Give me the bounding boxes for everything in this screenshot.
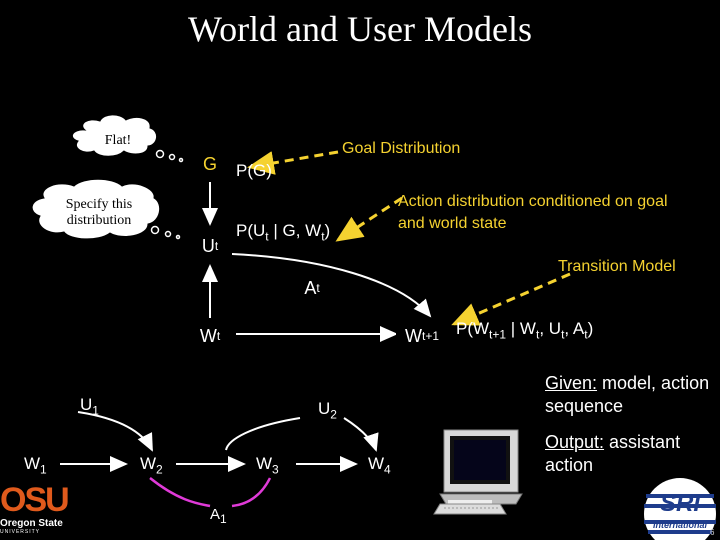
label-pg: P(G) <box>236 161 272 180</box>
cloud-flat <box>71 114 157 157</box>
seq-a1-sub: 1 <box>220 512 227 526</box>
slide-title: World and User Models <box>187 9 533 49</box>
seq-a1: A1 <box>210 506 227 526</box>
seq-u2-sub: 2 <box>330 407 337 422</box>
seq-w3-label: W <box>256 454 273 473</box>
seq-u2-label: U <box>318 399 331 418</box>
computer-icon <box>433 429 523 515</box>
node-g-label: G <box>202 153 217 174</box>
given-label: Given: <box>545 373 598 393</box>
page-number: 6 <box>710 528 715 537</box>
node-wt-sub: t <box>216 329 221 343</box>
annotation-action-distribution: Action distribution conditioned on goal … <box>398 193 668 232</box>
seq-a1-label: A <box>210 506 221 523</box>
thought-bubbles <box>150 149 184 240</box>
node-ut-label: U <box>201 235 215 256</box>
given-text: Given: model, action sequence <box>545 372 715 418</box>
label-pw-mid2: , U <box>539 319 562 338</box>
seq-u1-label: U <box>80 395 93 414</box>
cloud-flat-text: Flat! <box>104 133 132 148</box>
edge-u2-w4 <box>343 417 379 452</box>
osu-logo: OSU Oregon State UNIVERSITY <box>0 481 70 535</box>
arc-a1-left <box>149 477 211 508</box>
label-pw-prefix: P(W <box>456 319 490 338</box>
seq-u1: U1 <box>80 395 99 417</box>
label-put-mid: | G, W <box>268 221 322 240</box>
seq-w4-sub: 4 <box>384 462 391 477</box>
seq-w4: W4 <box>368 454 391 476</box>
seq-w4-label: W <box>368 454 385 473</box>
seq-w1-label: W <box>24 454 41 473</box>
seq-u1-sub: 1 <box>92 403 99 418</box>
label-pw-mid3: , A <box>564 319 585 338</box>
label-put-end: ) <box>324 221 331 240</box>
osu-logo-name: Oregon State <box>0 518 63 529</box>
node-wt-label: W <box>199 325 217 346</box>
osu-logo-univ: UNIVERSITY <box>0 529 41 535</box>
label-pw-sub4: t <box>584 327 588 342</box>
seq-w2-label: W <box>140 454 157 473</box>
annotation-goal-distribution: Goal Distribution <box>342 140 461 157</box>
edge-u2-link <box>225 417 301 451</box>
node-wt1-label: W <box>404 325 422 346</box>
node-at-sub: t <box>316 281 320 295</box>
seq-w1: W1 <box>24 454 47 476</box>
label-put: P(Ut | G, Wt) <box>236 221 330 243</box>
sri-logo-text: International <box>652 520 707 530</box>
seq-u2: U2 <box>318 399 337 421</box>
output-label: Output: <box>545 432 605 452</box>
arc-a1-right <box>231 477 272 508</box>
pointer-transition <box>451 272 571 326</box>
label-pw-sub1: t+1 <box>489 327 507 342</box>
cloud-specify <box>31 178 161 240</box>
osu-logo-mark: OSU <box>0 481 70 519</box>
label-pw: P(Wt+1 | Wt, Ut, At) <box>456 319 593 341</box>
node-wt1-sub: t+1 <box>421 329 439 343</box>
output-text: Output: assistant action <box>545 431 715 477</box>
label-pw-sub2: t <box>535 327 540 342</box>
seq-w2-sub: 2 <box>156 462 163 477</box>
sri-logo-mark: SRI <box>659 490 700 517</box>
node-ut-sub: t <box>214 239 219 253</box>
node-at-label: A <box>304 277 317 298</box>
annotation-transition-model: Transition Model <box>558 258 676 275</box>
edge-u1-w2 <box>77 411 153 452</box>
sri-logo <box>644 478 716 540</box>
seq-w2: W2 <box>140 454 163 476</box>
label-put-prefix: P(U <box>236 221 266 240</box>
cloud-specify-text: Specify this distribution <box>65 197 133 228</box>
seq-w3-sub: 3 <box>272 462 279 477</box>
label-pw-sub3: t <box>561 327 565 342</box>
label-put-sub1: t <box>265 229 269 244</box>
seq-w1-sub: 1 <box>40 462 47 477</box>
node-g: G <box>188 146 232 182</box>
label-pw-mid1: | W <box>506 319 536 338</box>
pointer-action <box>335 196 403 242</box>
label-pw-end: ) <box>587 319 594 338</box>
seq-w3: W3 <box>256 454 279 476</box>
given-body: model, action sequence <box>545 373 710 416</box>
label-put-sub2: t <box>321 229 325 244</box>
output-body: assistant action <box>545 432 681 475</box>
edge-ut-wt1 <box>231 253 432 318</box>
